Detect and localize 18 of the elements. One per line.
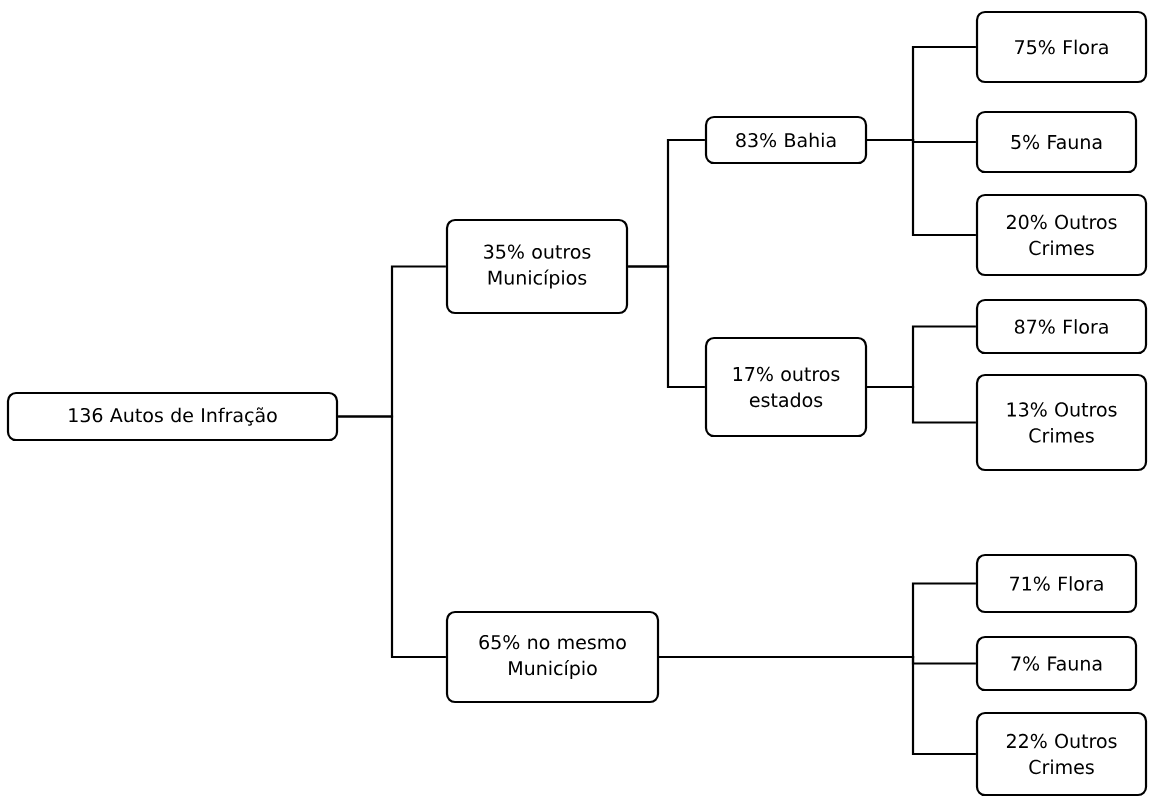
connector [867, 385, 976, 424]
category-box: 87% Flora [975, 298, 1148, 355]
category-box: 7% Fauna [975, 635, 1138, 692]
connector [628, 265, 705, 389]
category-box: 35% outros Municípios [445, 218, 629, 315]
category-box: 65% no mesmo Município [445, 610, 660, 704]
category-box: 17% outros estados [704, 336, 868, 438]
category-box: 20% Outros Crimes [975, 193, 1148, 277]
category-box: 22% Outros Crimes [975, 711, 1148, 797]
connector [659, 655, 976, 756]
category-box: 136 Autos de Infração [6, 391, 339, 442]
category-box: 71% Flora [975, 553, 1138, 614]
connector [338, 415, 446, 659]
connector [867, 138, 976, 237]
category-box: 75% Flora [975, 10, 1148, 84]
category-box: 83% Bahia [704, 115, 868, 165]
category-box: 13% Outros Crimes [975, 373, 1148, 472]
category-box: 5% Fauna [975, 110, 1138, 174]
